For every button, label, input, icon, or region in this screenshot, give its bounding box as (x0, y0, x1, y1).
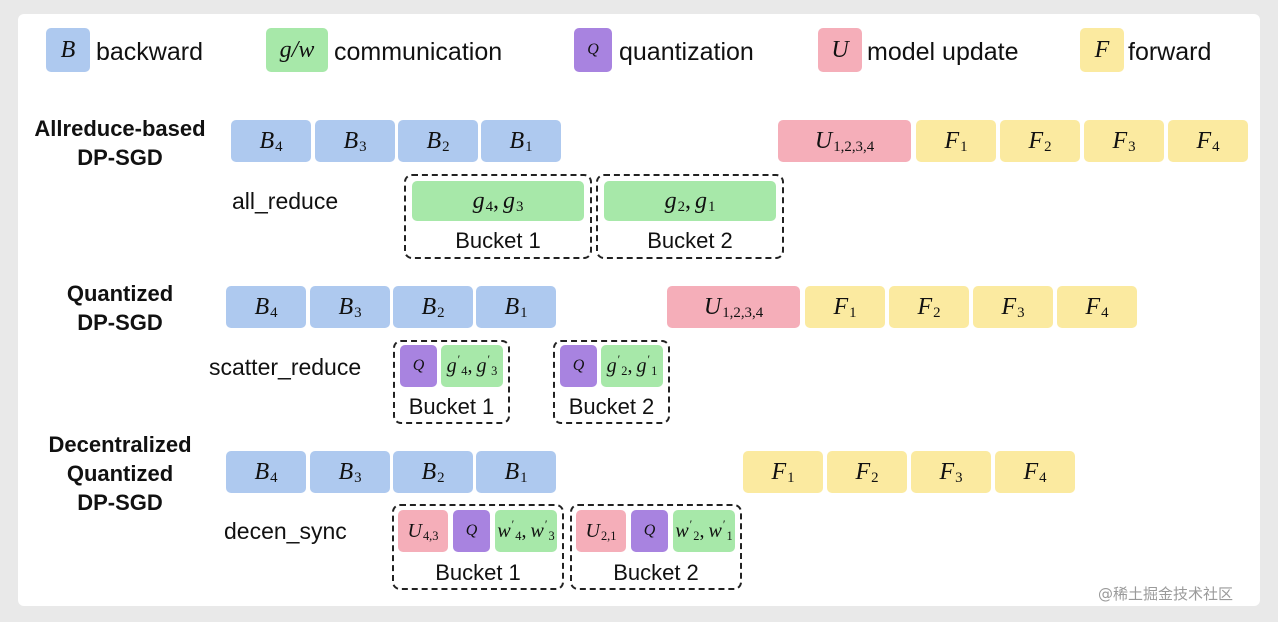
diagram-card: B backward g/w communication Q quantizat… (18, 14, 1260, 606)
bucket-label: Bucket 1 (435, 560, 521, 585)
legend-communication-swatch: g/w (266, 28, 328, 72)
bucket-label: Bucket 2 (613, 560, 699, 585)
row-title-line: DP-SGD (77, 310, 163, 335)
legend-forward-swatch: F (1080, 28, 1124, 72)
bucket-frame (553, 340, 670, 424)
bucket-frame (570, 504, 742, 590)
row-title-decentralized: Decentralized Quantized DP-SGD (26, 430, 214, 517)
row-title-line: DP-SGD (77, 490, 163, 515)
row-title-quantized: Quantized DP-SGD (26, 279, 214, 337)
bucket-frame (393, 340, 510, 424)
watermark: @稀土掘金技术社区 (1098, 585, 1234, 603)
row-title-allreduce: Allreduce-based DP-SGD (26, 114, 214, 172)
bucket-label: Bucket 1 (455, 228, 541, 253)
operation-label: all_reduce (232, 188, 339, 214)
quantization-block: Q (453, 510, 490, 552)
row-title-line: Quantized (66, 281, 174, 306)
communication-block: g′4,g′3 (441, 345, 503, 387)
legend-backward-swatch: B (46, 28, 90, 72)
communication-block: w′2,w′1 (673, 510, 735, 552)
operation-label: scatter_reduce (209, 354, 362, 380)
operation-label: decen_sync (224, 518, 347, 544)
bucket-label: Bucket 1 (408, 394, 495, 419)
row-title-line: DP-SGD (77, 145, 163, 170)
row-title-line: Quantized (66, 461, 174, 486)
row-title-line: Decentralized (48, 432, 192, 457)
legend-quantization-swatch: Q (574, 28, 612, 72)
legend-quantization-label: quantization (619, 38, 754, 66)
communication-block: w′4,w′3 (495, 510, 557, 552)
quantization-block: Q (560, 345, 597, 387)
bucket-label: Bucket 2 (647, 228, 733, 253)
row-title-line: Allreduce-based (34, 116, 206, 141)
bucket-frame (596, 174, 784, 259)
bucket-frame (392, 504, 564, 590)
bucket-frame (404, 174, 592, 259)
legend-backward-label: backward (96, 38, 203, 66)
legend-update-label: model update (867, 38, 1019, 66)
communication-block: g′2,g′1 (601, 345, 663, 387)
legend-forward-label: forward (1128, 38, 1212, 66)
quantization-block: Q (631, 510, 668, 552)
legend-communication-label: communication (334, 38, 503, 66)
legend-update-swatch: U (818, 28, 862, 72)
bucket-label: Bucket 2 (568, 394, 655, 419)
quantization-block: Q (400, 345, 437, 387)
